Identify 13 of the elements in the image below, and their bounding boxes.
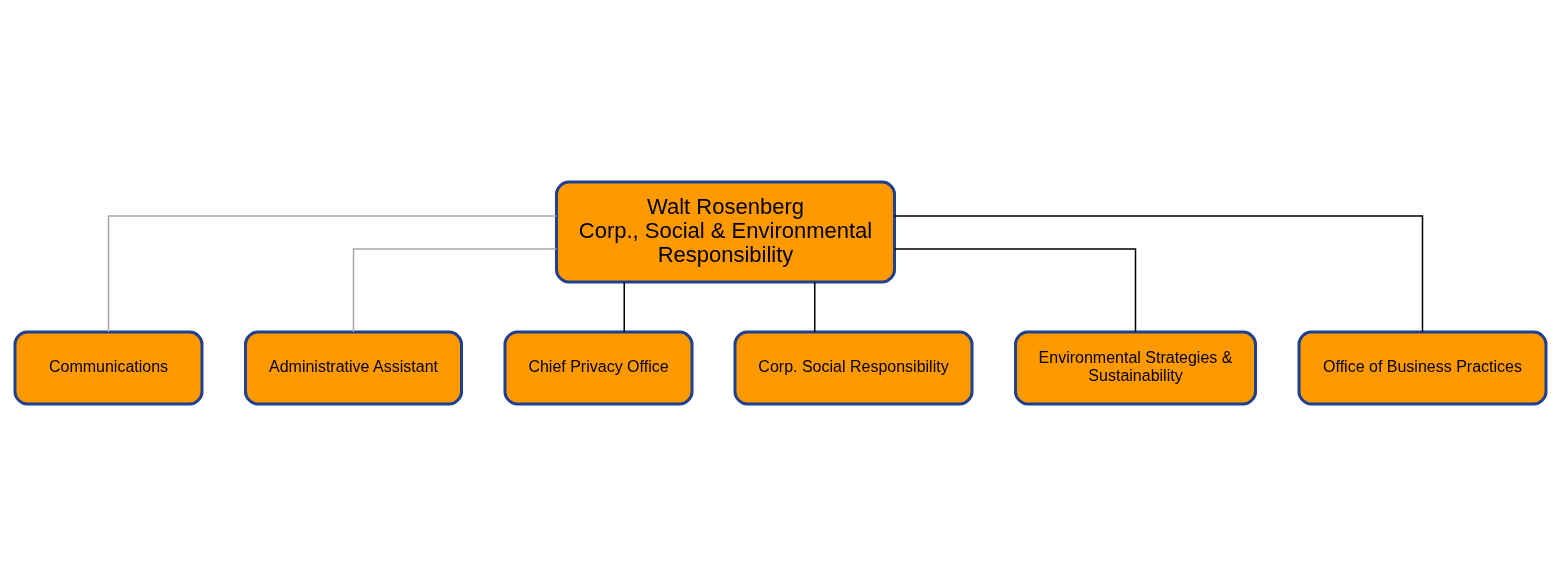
connector — [814, 281, 816, 333]
node-box: Chief Privacy Office — [503, 330, 694, 405]
node-box: Administrative Assistant — [244, 330, 463, 405]
node-box: Communications — [13, 330, 204, 405]
connector — [623, 281, 625, 333]
node-box: Corp. Social Responsibility — [733, 330, 974, 405]
connector — [352, 247, 558, 333]
connector — [893, 247, 1137, 333]
connector — [107, 214, 558, 333]
connector — [893, 214, 1424, 333]
node-box: Walt Rosenberg Corp., Social & Environmental Responsibility — [555, 180, 896, 283]
node-box: Office of Business Practices — [1297, 330, 1548, 405]
node-box: Environmental Strategies & Sustainability — [1014, 330, 1257, 405]
